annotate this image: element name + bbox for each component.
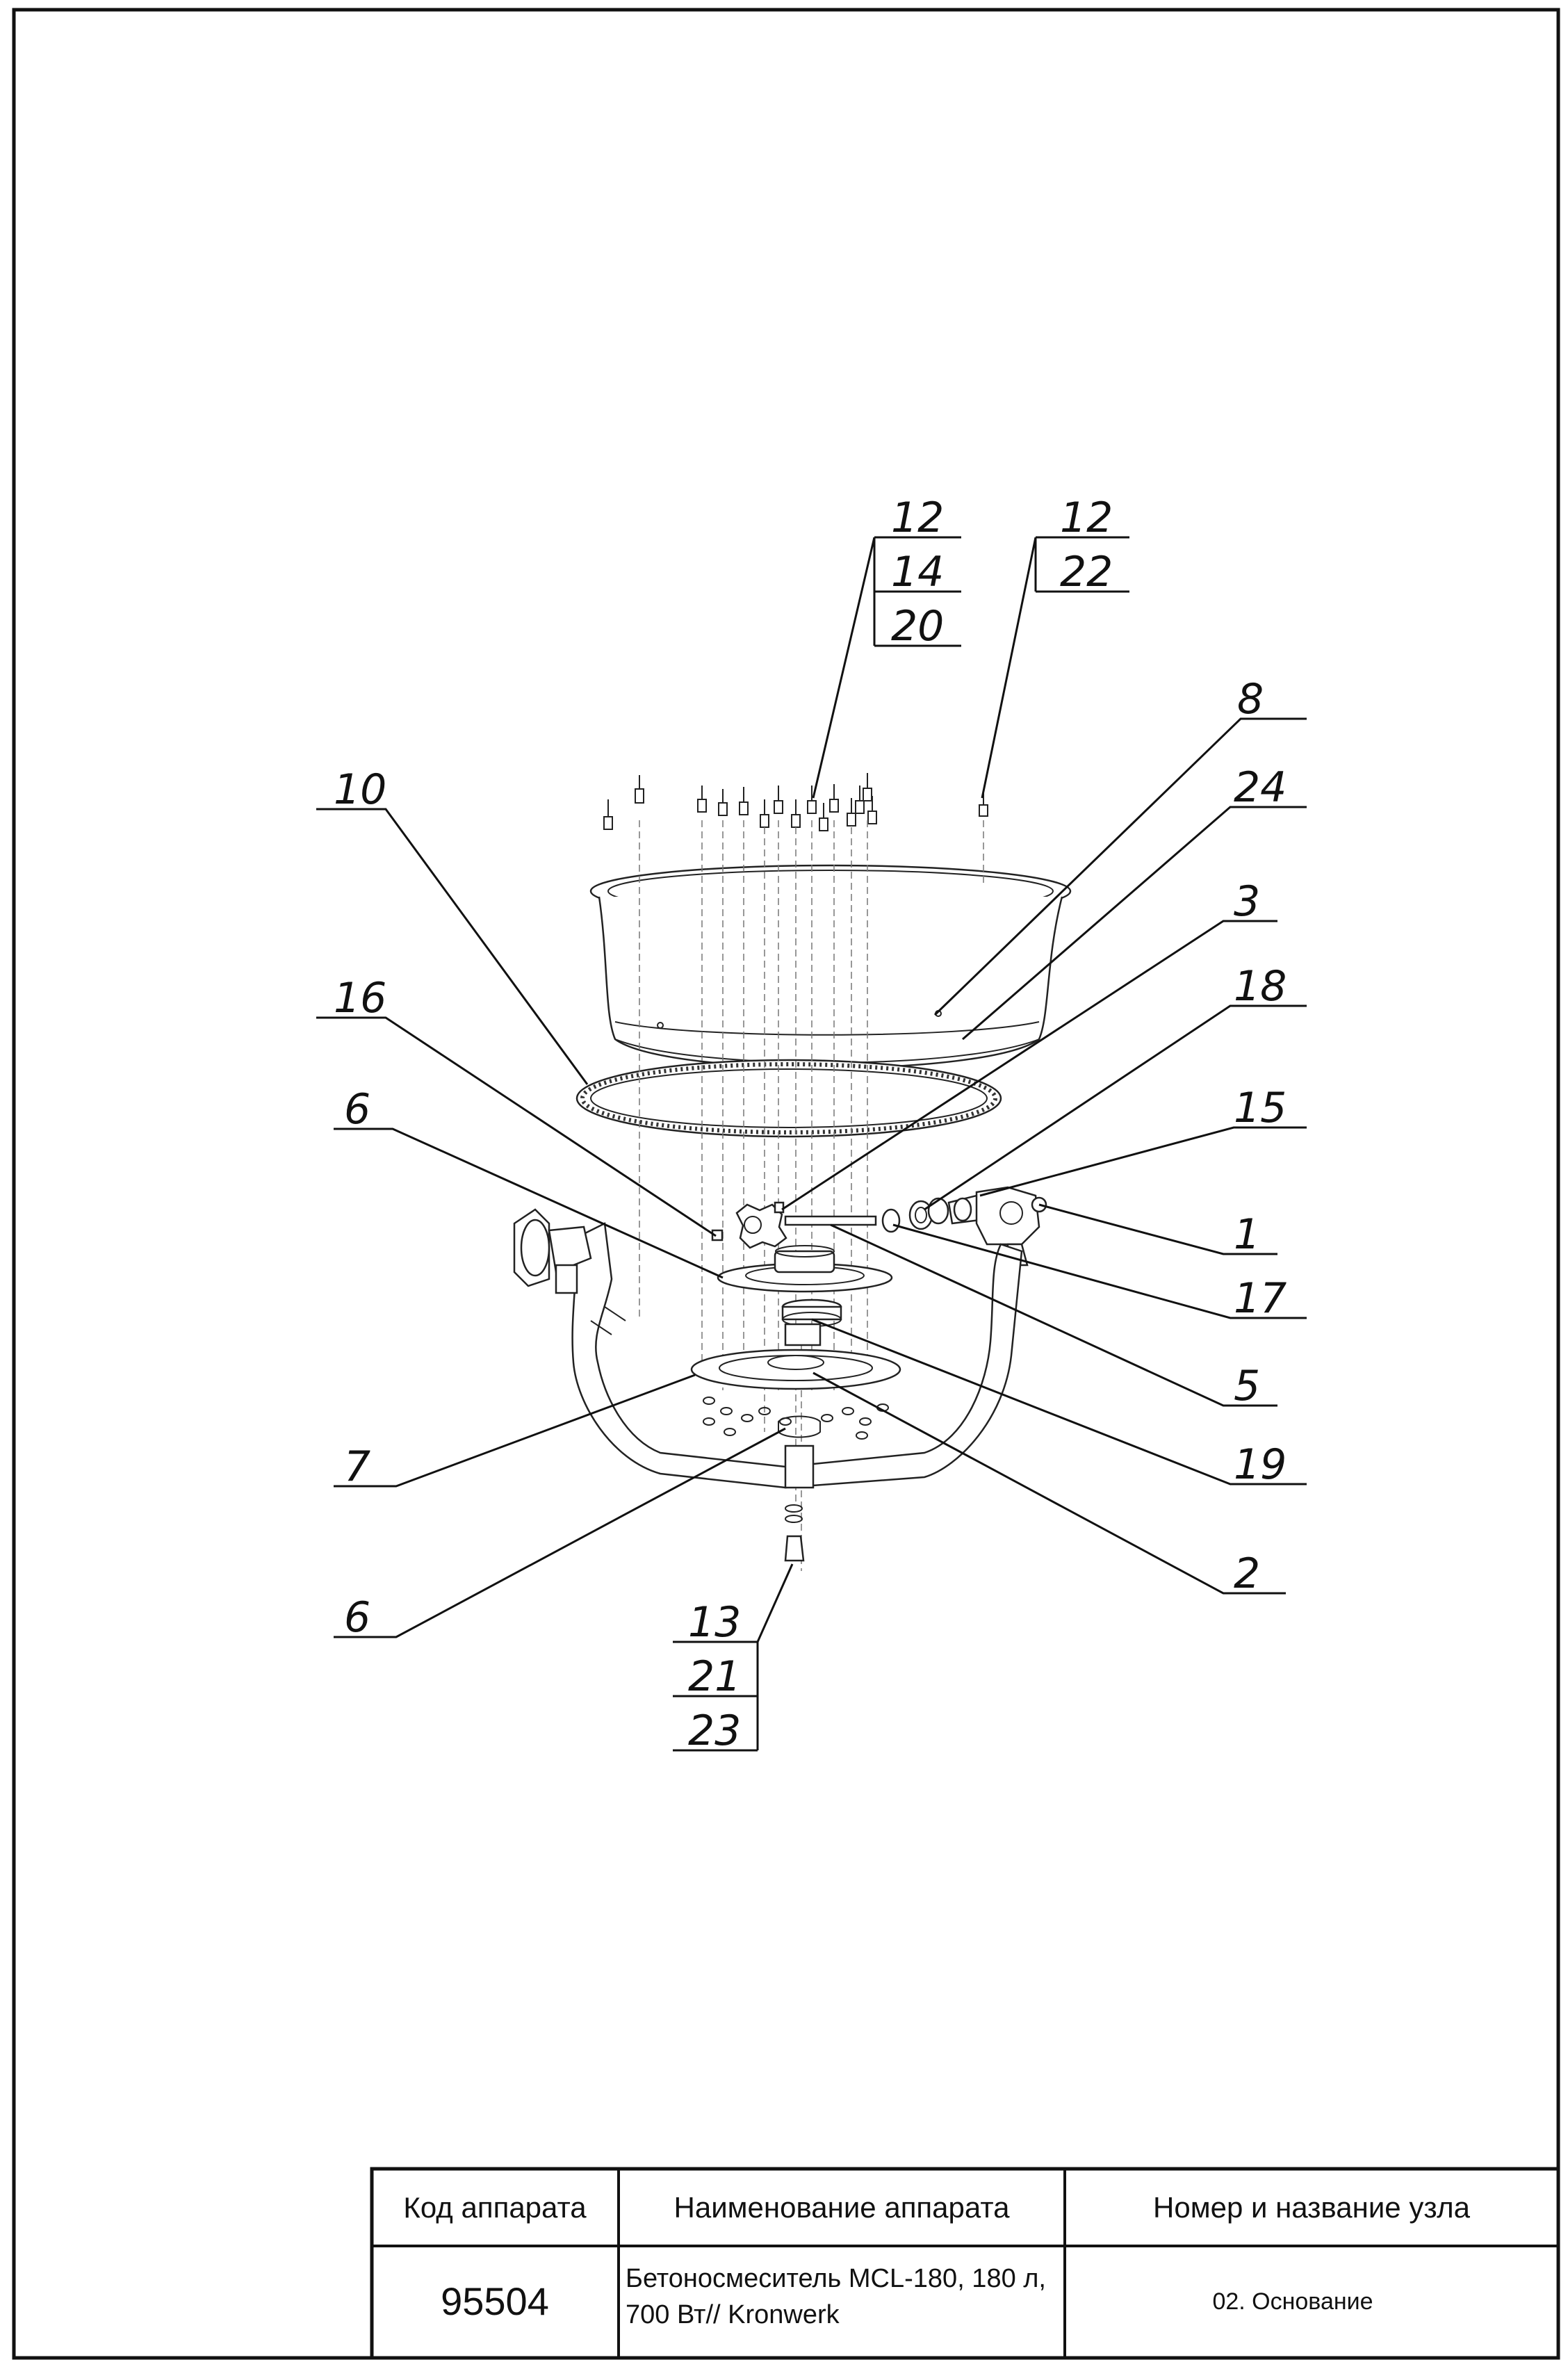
base-frame: [571, 1222, 1023, 1489]
callouts: 12 14 20 12 22 8 24 3 18: [316, 494, 1307, 1755]
callout-18: 18: [924, 962, 1307, 1211]
callout-number: 5: [1234, 1362, 1260, 1410]
callout-8: 8: [933, 675, 1307, 1016]
callout-number: 23: [688, 1707, 741, 1755]
callout-6-lower: 6: [334, 1427, 786, 1642]
callout-number: 2: [1234, 1549, 1260, 1598]
callout-number: 22: [1060, 548, 1113, 596]
sheet-frame: [12, 8, 1560, 2360]
callout-number: 1: [1234, 1210, 1260, 1259]
exploded-assembly: [513, 773, 1072, 1571]
callout-stack-12-22: 12 22: [981, 494, 1129, 799]
callout-24: 24: [962, 763, 1307, 1041]
bearing: [781, 1299, 842, 1327]
callout-17: 17: [892, 1223, 1307, 1323]
callout-number: 10: [334, 765, 386, 814]
upper-flange: [717, 1245, 893, 1293]
device-name-line2: 700 Вт// Kronwerk: [626, 2300, 840, 2329]
callout-number: 3: [1234, 877, 1260, 926]
pinion-assembly: [711, 1201, 787, 1249]
header-name: Наименование аппарата: [674, 2191, 1011, 2224]
mixing-drum: [589, 864, 1072, 1069]
unit-name: 02. Основание: [1212, 2288, 1373, 2315]
callout-3: 3: [781, 877, 1277, 1211]
callout-number: 16: [334, 974, 386, 1023]
callout-5: 5: [830, 1223, 1277, 1410]
flange-fasteners: [703, 1397, 889, 1440]
ring-gear: [575, 1059, 1002, 1138]
callout-number: 20: [891, 602, 944, 651]
callout-stack-12-14-20: 12 14 20: [812, 494, 961, 799]
drum-bolts: [603, 773, 988, 831]
wheel-mount: [513, 1208, 592, 1294]
drive-shaft: [784, 1194, 981, 1233]
device-name-line1: Бетоносмеситель MCL-180, 180 л,: [626, 2264, 1046, 2293]
callout-number: 12: [891, 494, 944, 542]
callout-number: 19: [1234, 1440, 1287, 1489]
callout-15: 15: [979, 1084, 1307, 1197]
callout-1: 1: [1038, 1203, 1277, 1259]
callout-2: 2: [812, 1371, 1286, 1598]
callout-16: 16: [316, 974, 717, 1237]
gearbox: [975, 1186, 1047, 1267]
callout-number: 12: [1060, 494, 1113, 542]
callout-number: 13: [688, 1598, 741, 1647]
callout-number: 7: [344, 1442, 370, 1491]
callout-number: 17: [1234, 1274, 1287, 1323]
lower-flange: [690, 1323, 901, 1390]
callout-7: 7: [334, 1374, 696, 1491]
callout-number: 24: [1234, 763, 1287, 812]
callout-number: 6: [344, 1085, 370, 1134]
callout-10: 10: [316, 765, 589, 1085]
callout-number: 18: [1234, 962, 1287, 1011]
header-code: Код аппарата: [403, 2191, 587, 2224]
callout-number: 8: [1237, 675, 1264, 724]
header-unit: Номер и название узла: [1153, 2191, 1471, 2224]
callout-6-upper: 6: [334, 1085, 724, 1279]
callout-number: 15: [1234, 1084, 1287, 1132]
title-block: Код аппарата Наименование аппарата Номер…: [370, 2167, 1560, 2360]
callout-number: 14: [891, 548, 944, 596]
callout-19: 19: [811, 1318, 1307, 1489]
bottom-pin: [784, 1504, 805, 1562]
callout-stack-13-21-23: 13 21 23: [673, 1563, 794, 1755]
callout-number: 21: [688, 1652, 741, 1701]
device-code: 95504: [441, 2279, 549, 2323]
callout-number: 6: [344, 1593, 370, 1642]
